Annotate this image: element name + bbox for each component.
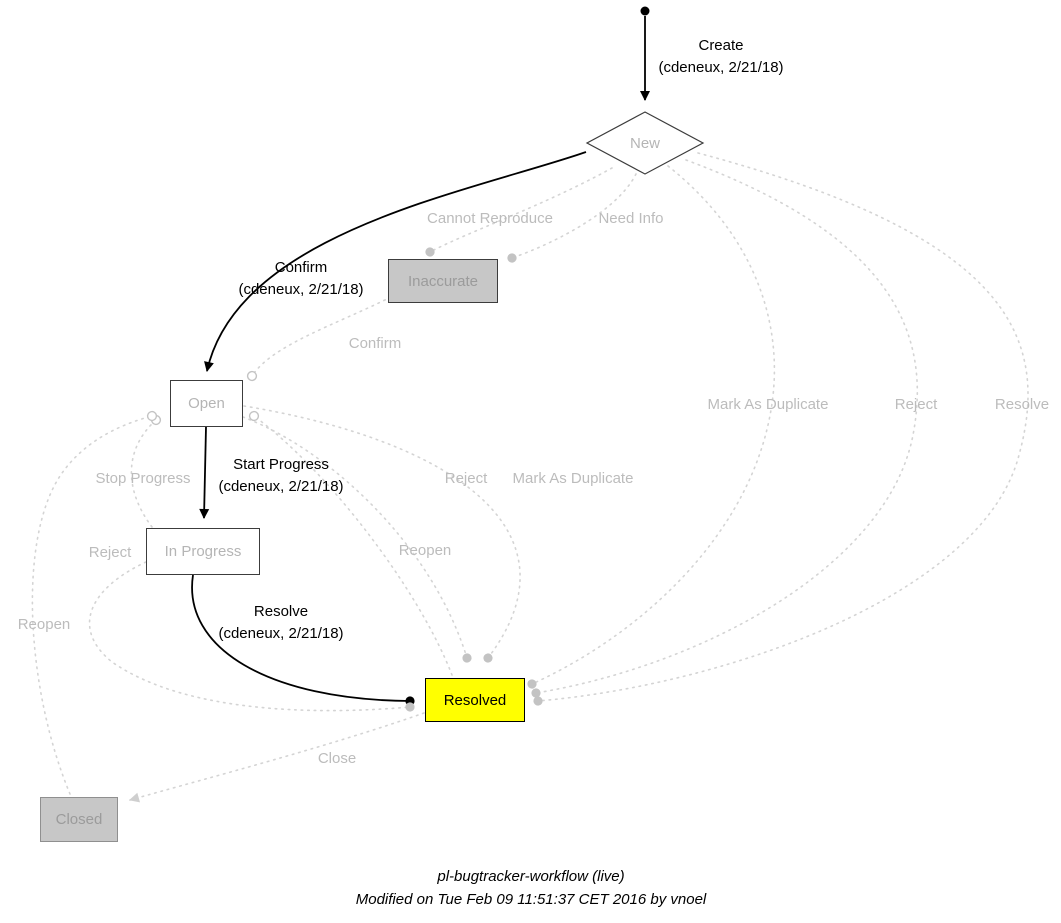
node-new-label: New [630,135,660,152]
edge-label-confirm-executed: Confirm (cdeneux, 2/21/18) [238,257,363,301]
edge-label-need-info: Need Info [598,210,664,227]
edge-label-resolve-new: Resolve [994,396,1050,413]
node-in-progress[interactable]: In Progress [146,528,260,575]
edge-label-start-progress-detail: (cdeneux, 2/21/18) [218,477,344,495]
edge-label-reopen-closed: Reopen [17,616,71,633]
edge-reopen-resolved [248,410,453,676]
node-closed[interactable]: Closed [40,797,118,842]
edge-reject-in-progress [88,561,415,712]
diagram-caption-title: pl-bugtracker-workflow (live) [437,868,625,885]
edge-cannot-reproduce [425,167,613,257]
node-resolved-label: Resolved [443,691,507,709]
edge-mark-as-duplicate-open [243,405,521,663]
edge-label-confirm-detail: (cdeneux, 2/21/18) [238,280,364,298]
edge-confirm-executed [204,151,587,372]
edge-label-start-progress-executed: Start Progress (cdeneux, 2/21/18) [218,454,343,498]
edge-label-resolve-name: Resolve [253,603,309,620]
edge-stop-progress [130,414,162,528]
edge-label-reject-in-progress: Reject [88,544,132,561]
edge-label-create-detail: (cdeneux, 2/21/18) [658,58,784,76]
edge-label-resolve-detail: (cdeneux, 2/21/18) [218,624,344,642]
node-inaccurate[interactable]: Inaccurate [388,259,498,303]
edge-label-mark-as-duplicate-open: Mark As Duplicate [512,470,634,487]
node-inaccurate-label: Inaccurate [407,272,479,290]
node-new-shape [585,111,705,175]
node-open-label: Open [188,395,225,412]
edge-resolve-new [533,152,1029,706]
edge-label-confirm-name: Confirm [274,259,328,276]
edge-label-stop-progress: Stop Progress [95,470,191,487]
edge-need-info [507,173,637,263]
edge-resolve-executed [191,574,415,706]
node-in-progress-label: In Progress [164,543,242,560]
node-closed-label: Closed [55,811,103,828]
edge-label-create-name: Create [698,37,744,54]
diagram-caption-modified: Modified on Tue Feb 09 11:51:37 CET 2016… [355,890,707,908]
edge-reject-open [242,416,472,663]
edge-reopen-closed [31,410,158,795]
edge-label-start-progress-name: Start Progress [233,456,329,473]
diagram-caption: pl-bugtracker-workflow (live) Modified o… [356,866,707,911]
edge-label-reopen-resolved: Reopen [398,542,452,559]
edge-reject-new [531,159,919,698]
edge-label-confirm-available: Confirm [348,335,402,352]
edge-label-reject-new: Reject [894,396,938,413]
start-node [640,6,650,16]
edge-label-close: Close [317,750,357,767]
edge-start-progress-executed [199,426,210,519]
edge-label-reject-open: Reject [444,470,488,487]
edge-close [129,712,425,803]
edge-confirm-available [246,296,392,382]
node-open[interactable]: Open [170,380,243,427]
edge-label-cannot-reproduce: Cannot Reproduce [427,210,553,227]
edge-label-create: Create (cdeneux, 2/21/18) [658,35,783,79]
node-resolved[interactable]: Resolved [425,678,525,722]
edge-label-resolve-executed: Resolve (cdeneux, 2/21/18) [218,601,343,645]
edge-mark-as-duplicate-new [527,165,776,689]
node-new[interactable]: New [585,110,706,177]
edge-label-mark-as-duplicate-new: Mark As Duplicate [707,396,829,413]
